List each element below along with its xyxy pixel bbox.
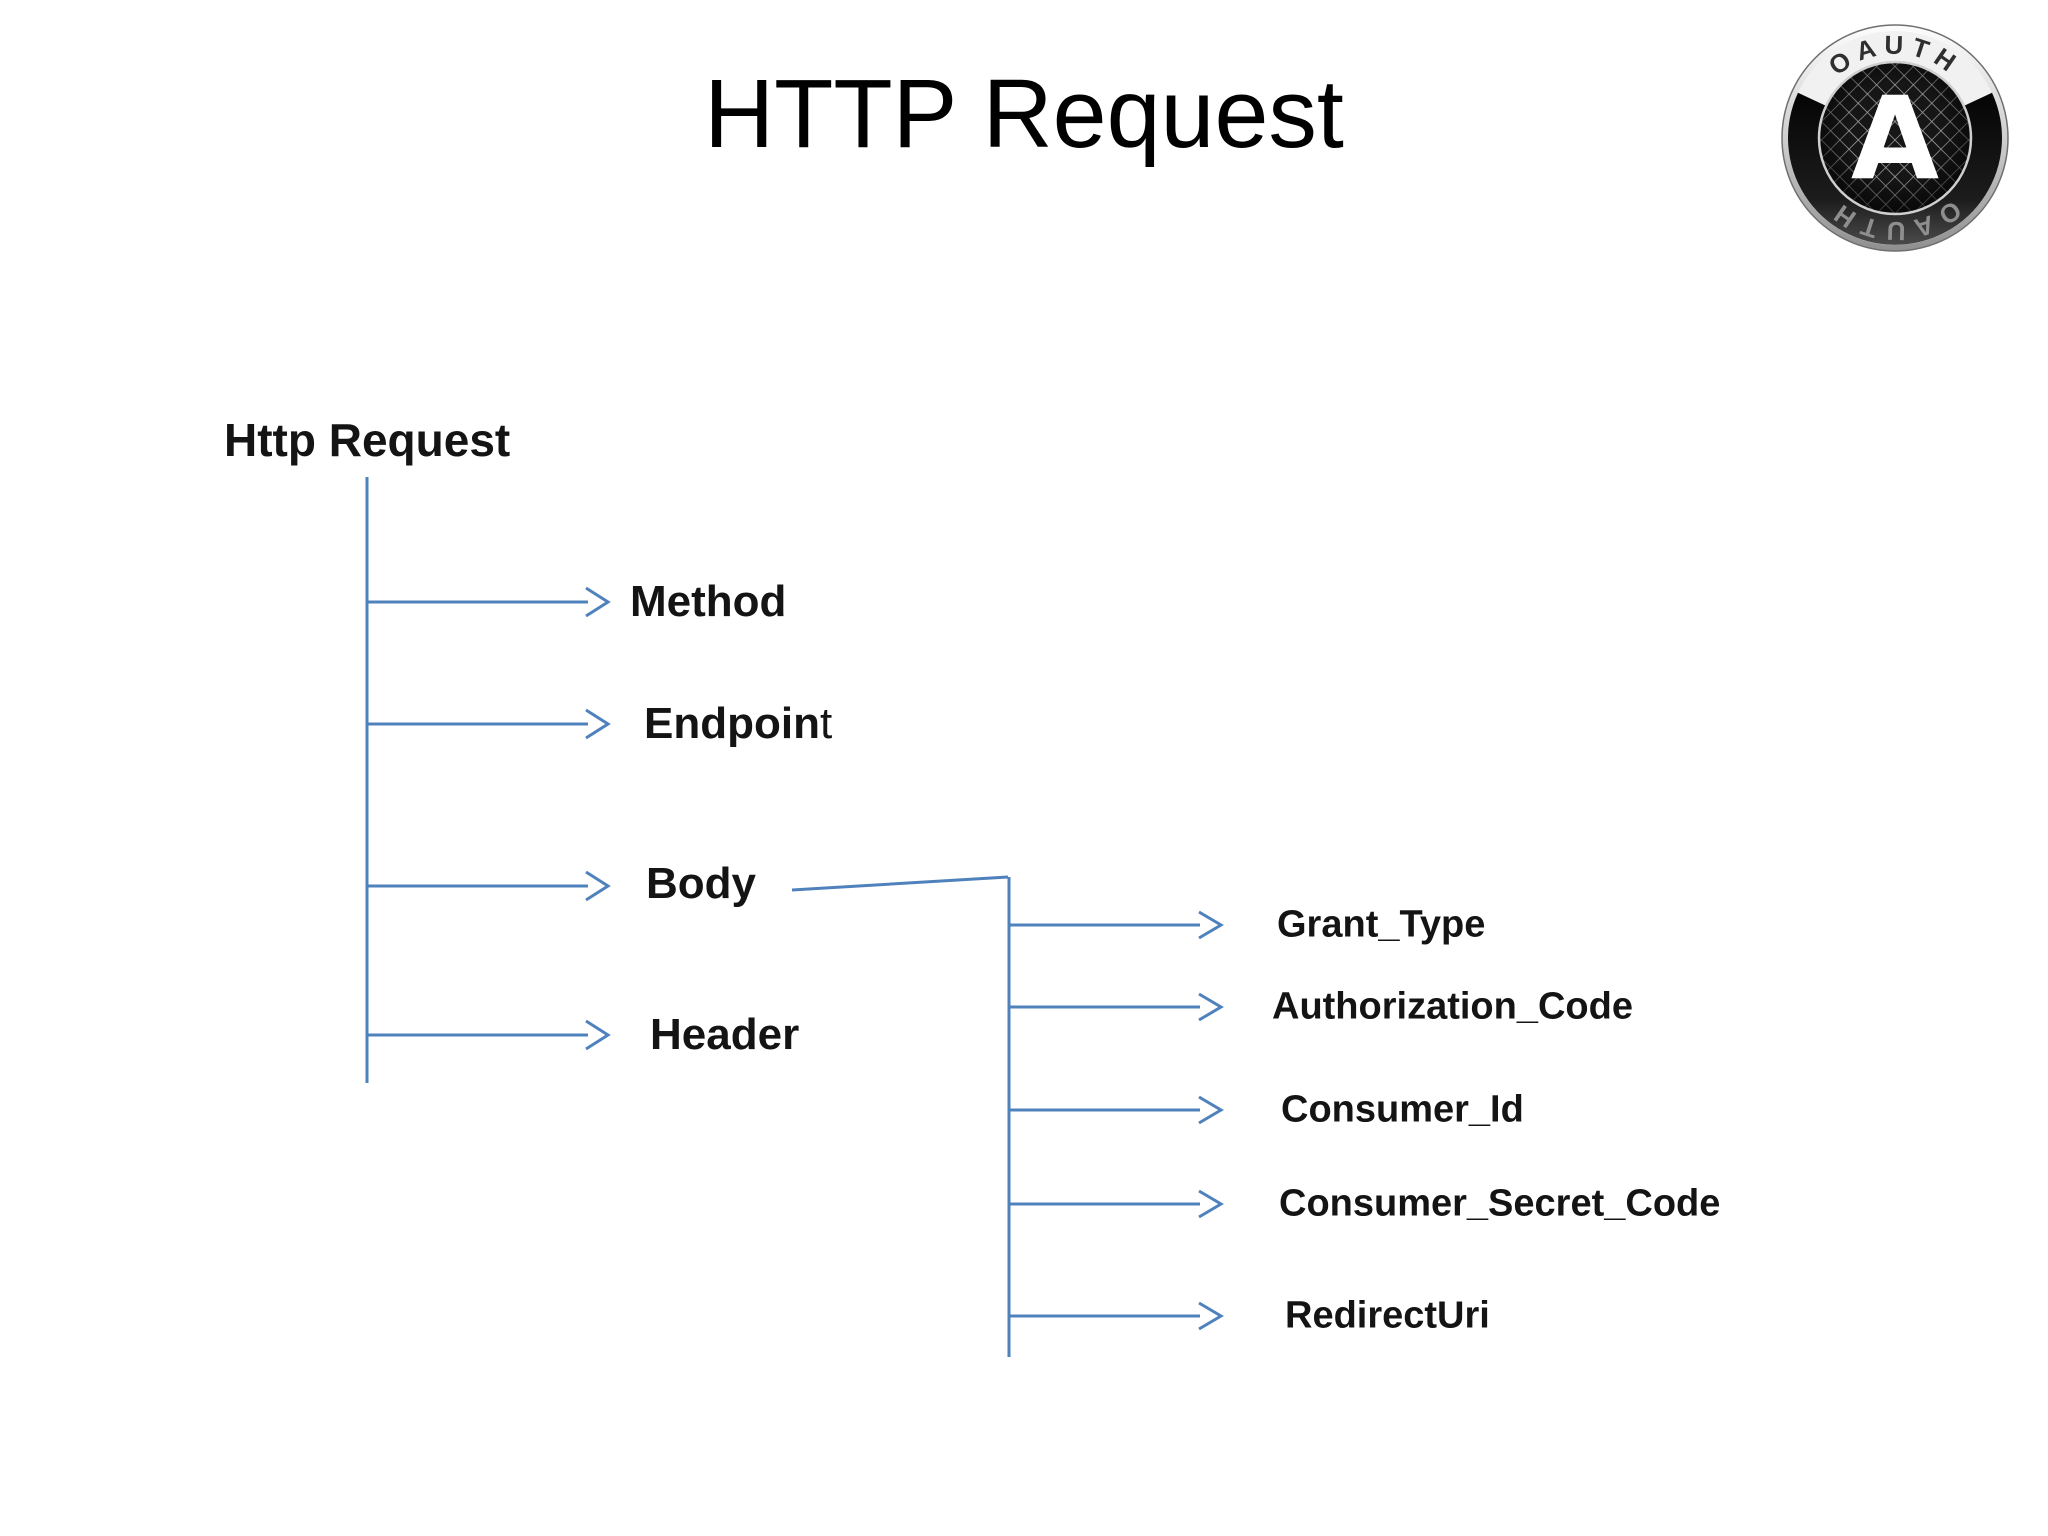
arrow-authorization-code [1010,992,1224,1022]
arrow-grant-type [1010,910,1224,940]
node-redirect-uri: RedirectUri [1285,1294,1490,1337]
arrow-consumer-secret-code [1010,1189,1224,1219]
node-header: Header [650,1010,800,1059]
arrow-method [368,586,611,618]
arrow-consumer-id [1010,1095,1224,1125]
node-method: Method [630,577,787,626]
logo-letter-a: A [1851,72,1939,205]
arrow-header [368,1019,611,1051]
arrow-endpoint [368,708,611,740]
node-endpoint-tail: t [819,699,833,748]
node-grant-type: Grant_Type [1277,903,1486,946]
node-body: Body [646,859,756,908]
arrow-body [368,870,611,902]
node-endpoint-main: Endpoin [644,699,820,748]
node-consumer-secret-code: Consumer_Secret_Code [1279,1182,1721,1225]
node-consumer-id: Consumer_Id [1281,1088,1524,1131]
body-subtree-line [791,875,1011,1357]
logo-dark-sector [1788,92,2002,245]
node-http-request: Http Request [224,414,511,466]
logo-inner-shade [1819,62,1971,214]
node-endpoint: Endpoint [644,699,832,749]
arrow-redirect-uri [1010,1301,1224,1331]
page-title: HTTP Request [704,59,1344,168]
logo-inner-rim [1817,60,1973,216]
node-authorization-code: Authorization_Code [1272,985,1633,1028]
oauth-logo: OAUTH OAUTH A [1781,24,2009,252]
